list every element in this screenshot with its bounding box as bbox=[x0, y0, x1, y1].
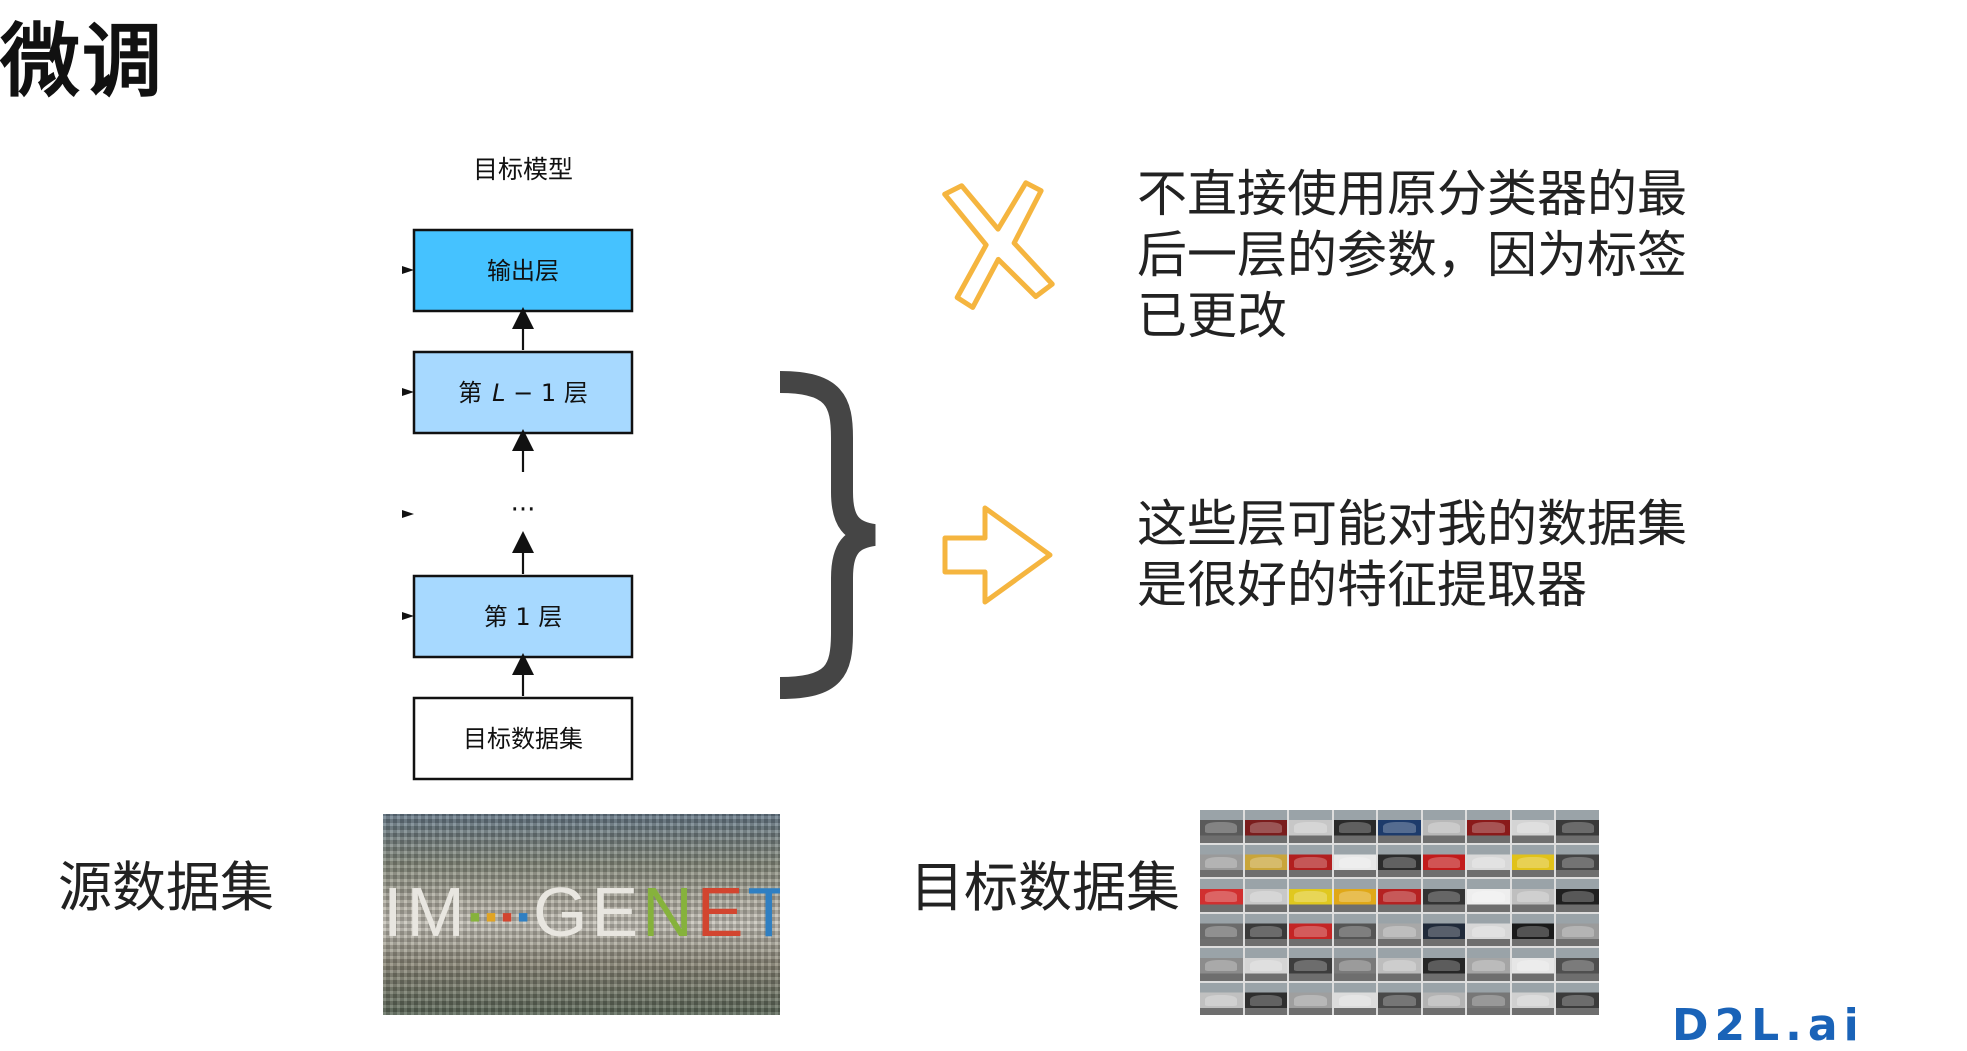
car-thumbnail bbox=[1556, 948, 1599, 981]
car-thumbnail bbox=[1422, 844, 1466, 877]
car-thumbnail bbox=[1289, 879, 1332, 912]
car-thumbnail bbox=[1289, 844, 1332, 877]
car-thumbnail bbox=[1511, 913, 1555, 946]
imagenet-word-t: T bbox=[747, 873, 780, 951]
car-thumbnail bbox=[1378, 879, 1421, 912]
layer-1-label: 第 1 层 bbox=[484, 603, 563, 631]
car-thumbnail bbox=[1422, 810, 1466, 843]
car-thumbnail bbox=[1244, 948, 1288, 981]
imagenet-word-e: E bbox=[696, 873, 748, 951]
output-layer-label: 输出层 bbox=[487, 257, 559, 285]
car-thumbnail bbox=[1333, 844, 1377, 877]
car-thumbnail bbox=[1200, 913, 1243, 946]
car-thumbnail bbox=[1422, 913, 1466, 946]
source-dataset-label: 源数据集 bbox=[58, 856, 274, 919]
car-thumbnail bbox=[1244, 913, 1288, 946]
car-thumbnail bbox=[1467, 844, 1510, 877]
note-replace-output-layer: 不直接使用原分类器的最后一层的参数，因为标签已更改 bbox=[1137, 165, 1687, 345]
d2l-logo: D2L.ai bbox=[1672, 1004, 1865, 1048]
car-thumbnail bbox=[1467, 879, 1510, 912]
layer-l-prefix: 第 bbox=[458, 379, 482, 407]
right-arrow-icon bbox=[942, 505, 1053, 605]
layer-l-variable: L bbox=[492, 379, 505, 407]
car-thumbnail bbox=[1200, 844, 1243, 877]
car-thumbnail bbox=[1244, 844, 1288, 877]
car-thumbnail bbox=[1422, 948, 1466, 981]
car-thumbnail bbox=[1422, 879, 1466, 912]
car-thumbnail bbox=[1200, 810, 1243, 843]
car-thumbnail bbox=[1556, 982, 1599, 1015]
car-thumbnail bbox=[1378, 948, 1421, 981]
side-arrow-layer-l bbox=[402, 388, 414, 396]
car-thumbnail bbox=[1289, 982, 1332, 1015]
model-caption: 目标模型 bbox=[473, 155, 573, 184]
car-thumbnail bbox=[1511, 844, 1555, 877]
imagenet-dots-icon: ▪▪▪▪ bbox=[468, 898, 534, 937]
imagenet-wordmark: IM▪▪▪▪GENET bbox=[383, 872, 780, 952]
car-thumbnail bbox=[1289, 913, 1332, 946]
car-thumbnail bbox=[1378, 810, 1421, 843]
car-thumbnail bbox=[1556, 844, 1599, 877]
imagenet-word-n: N bbox=[642, 873, 697, 951]
target-dataset-label: 目标数据集 bbox=[910, 856, 1180, 919]
car-thumbnail bbox=[1511, 810, 1555, 843]
note-feature-extractor: 这些层可能对我的数据集是很好的特征提取器 bbox=[1137, 495, 1687, 614]
car-thumbnail bbox=[1467, 913, 1510, 946]
car-thumbnail bbox=[1333, 810, 1377, 843]
car-thumbnail bbox=[1378, 982, 1421, 1015]
car-thumbnail bbox=[1244, 982, 1288, 1015]
car-thumbnail bbox=[1378, 913, 1421, 946]
car-thumbnail bbox=[1422, 982, 1466, 1015]
page-title: 微调 bbox=[0, 15, 164, 108]
car-thumbnail bbox=[1333, 913, 1377, 946]
imagenet-mosaic-image: IM▪▪▪▪GENET bbox=[383, 814, 780, 1015]
output-layer-box: 输出层 bbox=[412, 228, 634, 313]
car-thumbnail bbox=[1511, 879, 1555, 912]
car-thumbnail bbox=[1467, 948, 1510, 981]
d2l-logo-text: D2L.ai bbox=[1672, 1000, 1865, 1051]
car-thumbnail bbox=[1289, 948, 1332, 981]
car-thumbnail bbox=[1200, 879, 1243, 912]
target-dataset-box-label: 目标数据集 bbox=[463, 725, 583, 753]
cross-icon bbox=[942, 180, 1055, 310]
car-thumbnail bbox=[1556, 810, 1599, 843]
car-thumbnail bbox=[1333, 948, 1377, 981]
car-thumbnail bbox=[1556, 913, 1599, 946]
imagenet-word-im: IM bbox=[383, 873, 469, 951]
side-arrow-output bbox=[402, 266, 414, 274]
car-thumbnail bbox=[1244, 810, 1288, 843]
car-thumbnail bbox=[1200, 982, 1243, 1015]
layer-l-suffix: − 1 层 bbox=[506, 379, 588, 407]
imagenet-word-ge: GE bbox=[533, 873, 643, 951]
car-thumbnail bbox=[1467, 982, 1510, 1015]
car-thumbnail bbox=[1556, 879, 1599, 912]
side-input-arrows bbox=[402, 266, 414, 620]
right-brace-icon bbox=[779, 371, 876, 699]
layers-ellipsis: ··· bbox=[511, 495, 536, 525]
car-dataset-image-grid bbox=[1200, 810, 1599, 1015]
car-thumbnail bbox=[1333, 982, 1377, 1015]
car-thumbnail bbox=[1333, 879, 1377, 912]
layer-1-box: 第 1 层 bbox=[412, 574, 634, 659]
car-thumbnail bbox=[1467, 810, 1510, 843]
car-thumbnail bbox=[1200, 948, 1243, 981]
car-thumbnail bbox=[1511, 982, 1555, 1015]
car-thumbnail bbox=[1378, 844, 1421, 877]
side-arrow-ellipsis bbox=[402, 510, 414, 518]
car-thumbnail bbox=[1511, 948, 1555, 981]
side-arrow-layer-1 bbox=[402, 612, 414, 620]
car-thumbnail bbox=[1244, 879, 1288, 912]
car-thumbnail bbox=[1289, 810, 1332, 843]
target-dataset-box: 目标数据集 bbox=[412, 696, 634, 781]
